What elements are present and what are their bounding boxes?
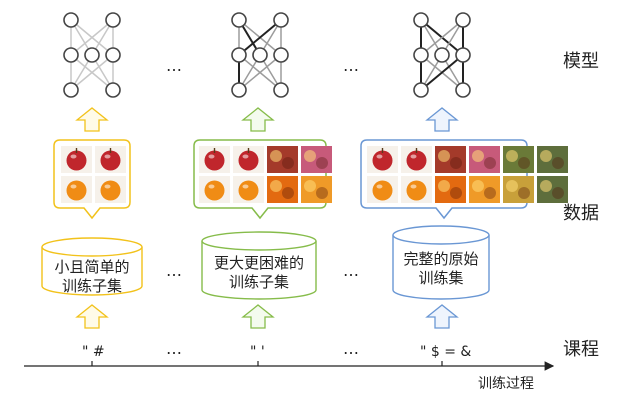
network-node <box>455 12 471 28</box>
up-arrow-data-to-model-3 <box>425 107 459 132</box>
ellipsis-data-1: … <box>166 261 184 280</box>
subset-3-line-2: 训练集 <box>418 269 463 287</box>
network-node <box>413 12 429 28</box>
thumbnail-fruit-varied <box>267 146 298 173</box>
curriculum-mark-2: " ' <box>250 344 265 360</box>
axis-label-training-process: 训练过程 <box>478 376 534 392</box>
training-subset-cylinder-3: 完整的原始 训练集 <box>392 225 490 300</box>
subset-2-line-2: 训练子集 <box>229 273 289 291</box>
network-edge <box>420 19 464 56</box>
up-arrow-data-to-model-1 <box>75 107 109 132</box>
ellipsis-model-1: … <box>166 56 184 75</box>
thumbnail-orange <box>61 176 92 203</box>
network-node <box>455 82 471 98</box>
network-node <box>105 12 121 28</box>
data-callout-3 <box>360 139 568 220</box>
neural-network-model-3 <box>413 12 471 98</box>
network-node <box>455 47 471 63</box>
network-node <box>63 47 79 63</box>
network-node <box>105 82 121 98</box>
network-node <box>413 82 429 98</box>
data-callout-2 <box>193 139 332 220</box>
thumbnail-apple <box>367 146 398 173</box>
thumbnail-apple <box>401 146 432 173</box>
subset-3-line-1: 完整的原始 <box>403 250 478 268</box>
network-node <box>231 82 247 98</box>
thumbnail-orange <box>401 176 432 203</box>
curriculum-mark-1: " # <box>82 344 105 360</box>
data-callout-1 <box>53 139 131 220</box>
thumbnail-orange <box>199 176 230 203</box>
ellipsis-curriculum-2: … <box>343 339 361 358</box>
network-edge <box>420 54 464 91</box>
ellipsis-curriculum-1: … <box>166 339 184 358</box>
network-node <box>63 12 79 28</box>
thumbnail-fig <box>301 146 332 173</box>
subset-2-line-1: 更大更困难的 <box>214 254 304 272</box>
subset-1-line-2: 训练子集 <box>62 277 122 295</box>
up-arrow-curriculum-to-subset-2 <box>241 304 275 329</box>
network-node <box>231 12 247 28</box>
thumbnail-apple <box>95 146 126 173</box>
training-subset-cylinder-1: 小且简单的 训练子集 <box>41 237 143 296</box>
network-node <box>273 47 289 63</box>
network-edge <box>70 19 114 56</box>
neural-network-model-2 <box>231 12 289 98</box>
thumbnail-apple <box>61 146 92 173</box>
ellipsis-data-2: … <box>343 261 361 280</box>
thumbnail-market <box>537 146 568 173</box>
network-node <box>84 47 100 63</box>
network-edge <box>70 54 114 91</box>
thumbnail-fruit-mixed <box>503 176 534 203</box>
network-node <box>273 12 289 28</box>
neural-network-model-1 <box>63 12 121 98</box>
network-node <box>273 82 289 98</box>
thumbnail-orange <box>233 176 264 203</box>
network-node <box>63 82 79 98</box>
row-label-curriculum: 课程 <box>563 339 599 360</box>
network-node <box>252 47 268 63</box>
network-node <box>231 47 247 63</box>
thumbnail-orange <box>367 176 398 203</box>
thumbnail-orange-cut <box>469 176 500 203</box>
network-edge <box>238 54 282 91</box>
thumbnail-orange <box>95 176 126 203</box>
row-label-data: 数据 <box>563 203 599 224</box>
thumbnail-fruit-varied <box>435 146 466 173</box>
thumbnail-fig <box>469 146 500 173</box>
thumbnail-apple <box>199 146 230 173</box>
up-arrow-curriculum-to-subset-3 <box>425 304 459 329</box>
ellipsis-model-2: … <box>343 56 361 75</box>
thumbnail-fruit-stall <box>503 146 534 173</box>
training-subset-cylinder-2: 更大更困难的 训练子集 <box>201 231 317 300</box>
row-label-model: 模型 <box>563 51 599 72</box>
network-node <box>413 47 429 63</box>
network-node <box>105 47 121 63</box>
curriculum-mark-3: " $ = & <box>420 344 471 360</box>
thumbnail-orange-pile <box>435 176 466 203</box>
thumbnail-apple <box>233 146 264 173</box>
up-arrow-curriculum-to-subset-1 <box>75 304 109 329</box>
subset-1-line-1: 小且简单的 <box>54 258 129 276</box>
network-edge <box>238 19 282 56</box>
thumbnail-market <box>537 176 568 203</box>
thumbnail-orange-cut <box>301 176 332 203</box>
up-arrow-data-to-model-2 <box>241 107 275 132</box>
thumbnail-orange-pile <box>267 176 298 203</box>
network-node <box>434 47 450 63</box>
